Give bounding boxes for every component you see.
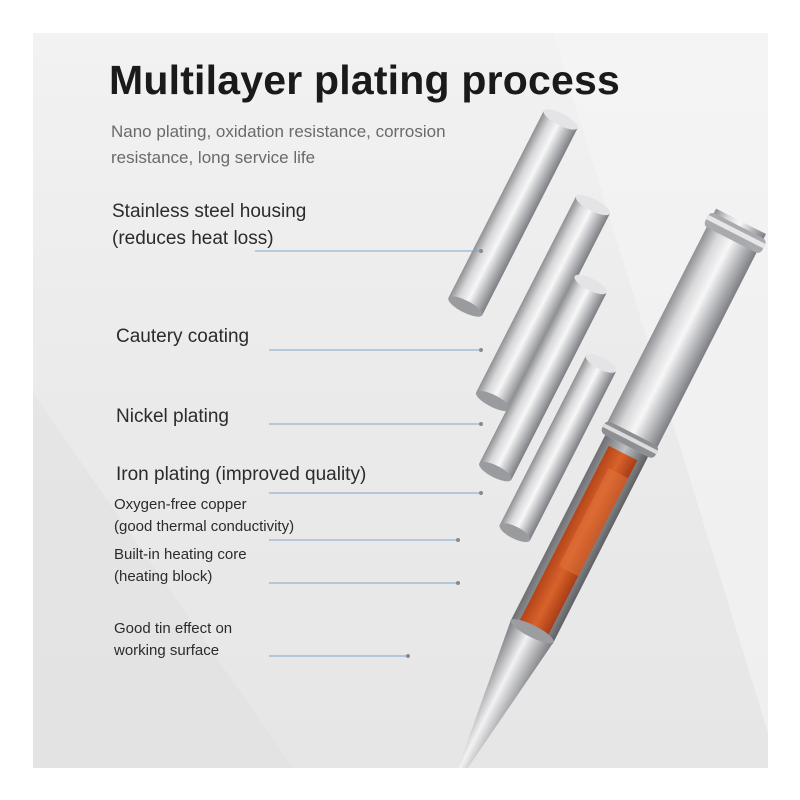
tube-cautery-coating (475, 194, 611, 412)
label-heating-core: Built-in heating core (heating block) (114, 546, 247, 585)
product-panel: Multilayer plating process Nano plating,… (33, 33, 768, 768)
label-cautery-coating: Cautery coating (116, 326, 250, 347)
page-title: Multilayer plating process (109, 57, 620, 103)
label-nickel-plating: Nickel plating (116, 406, 229, 427)
soldering-tip-illustration (33, 33, 768, 768)
tube-nickel-plating (479, 274, 607, 482)
leader-dots (406, 249, 483, 658)
soldering-tip-body (452, 208, 766, 768)
leader-lines (255, 250, 481, 657)
label-oxygen-free-copper: Oxygen-free copper (good thermal conduct… (114, 496, 295, 535)
page-subtitle: Nano plating, oxidation resistance, corr… (111, 122, 446, 167)
label-tin-effect: Good tin effect on working surface (114, 620, 233, 659)
label-stainless-steel-housing: Stainless steel housing (reduces heat lo… (112, 201, 307, 249)
tube-stainless-housing (448, 109, 578, 317)
label-iron-plating: Iron plating (improved quality) (116, 464, 367, 485)
tube-iron-plating (499, 353, 617, 543)
